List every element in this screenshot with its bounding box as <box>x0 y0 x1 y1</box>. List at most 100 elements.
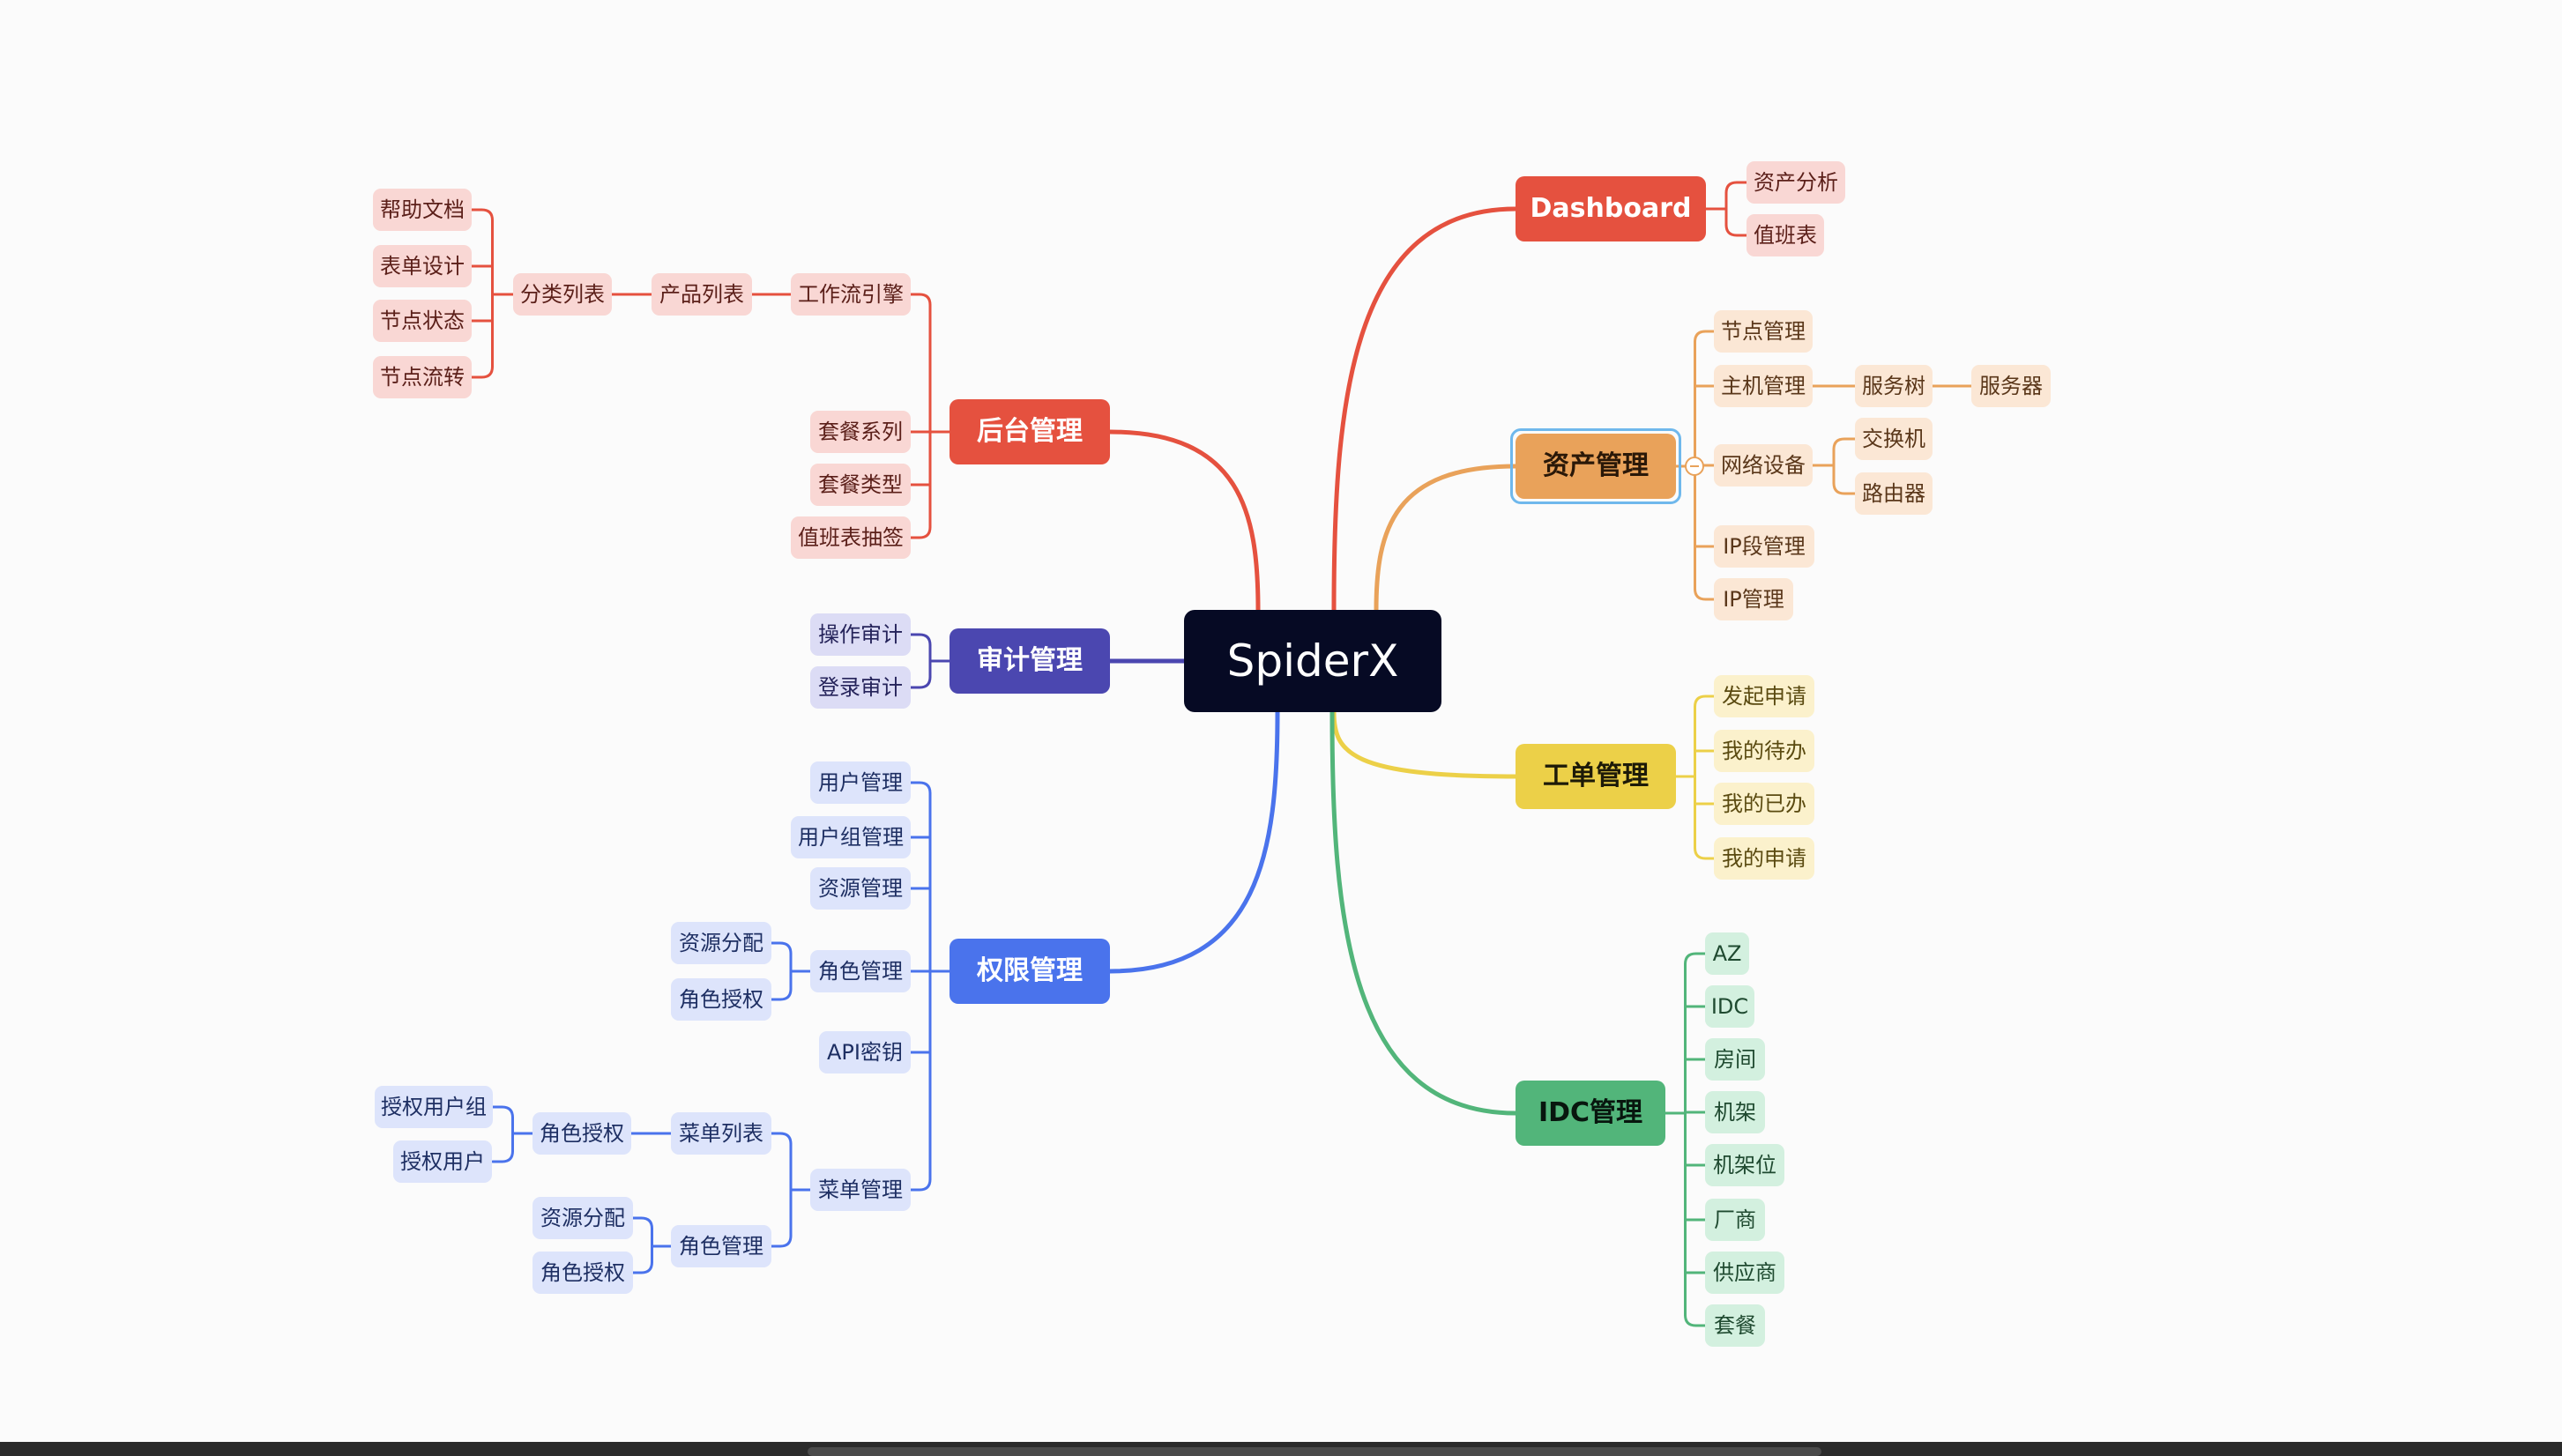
node-t-apply[interactable]: 发起申请 <box>1714 675 1814 717</box>
node-p-ml-auth[interactable]: 角色授权 <box>533 1112 631 1155</box>
node-a-tree[interactable]: 服务树 <box>1855 365 1933 407</box>
node-d-duty[interactable]: 值班表 <box>1746 214 1824 256</box>
node-label: 服务器 <box>1979 374 2043 398</box>
node-label: 服务树 <box>1862 374 1925 398</box>
node-b-lottery[interactable]: 值班表抽签 <box>791 516 911 559</box>
node-p-menurole[interactable]: 角色管理 <box>671 1225 771 1267</box>
node-i-supplier[interactable]: 供应商 <box>1705 1252 1784 1294</box>
node-au-op[interactable]: 操作审计 <box>810 613 911 656</box>
node-a-switch[interactable]: 交换机 <box>1855 418 1933 460</box>
node-p-ml-user[interactable]: 授权用户 <box>393 1140 492 1183</box>
connector-p_ml_group <box>491 1105 514 1119</box>
node-a-node[interactable]: 节点管理 <box>1714 310 1813 353</box>
node-i-rackpos[interactable]: 机架位 <box>1705 1144 1784 1186</box>
node-p-menu[interactable]: 菜单管理 <box>810 1169 911 1211</box>
connector-p_user <box>909 781 932 795</box>
node-label: Dashboard <box>1530 193 1692 224</box>
node-b-form[interactable]: 表单设计 <box>373 245 472 287</box>
node-label: 授权用户 <box>400 1149 485 1174</box>
node-label: 供应商 <box>1713 1260 1776 1285</box>
node-p-ml-group[interactable]: 授权用户组 <box>375 1086 493 1128</box>
node-i-package[interactable]: 套餐 <box>1705 1304 1765 1347</box>
node-p-mr-alloc[interactable]: 资源分配 <box>533 1197 633 1239</box>
connector-i_az <box>1684 952 1707 966</box>
node-perm[interactable]: 权限管理 <box>950 939 1110 1004</box>
node-t-done[interactable]: 我的已办 <box>1714 783 1814 825</box>
connector-idc <box>1329 709 1518 1116</box>
node-backend[interactable]: 后台管理 <box>950 399 1110 464</box>
node-label: 审计管理 <box>977 645 1083 676</box>
node-label: IDC管理 <box>1538 1097 1643 1128</box>
node-au-login[interactable]: 登录审计 <box>810 666 911 709</box>
connector-t_apply <box>1694 695 1716 709</box>
node-a-host[interactable]: 主机管理 <box>1714 365 1813 407</box>
connector-t_mine <box>1694 846 1716 860</box>
node-p-role-alloc[interactable]: 资源分配 <box>671 922 771 964</box>
connector-asset <box>1374 464 1518 613</box>
node-p-user[interactable]: 用户管理 <box>810 761 911 804</box>
connector-p_menurole <box>770 1234 793 1248</box>
node-ticket[interactable]: 工单管理 <box>1516 744 1676 809</box>
node-label: 操作审计 <box>818 622 903 647</box>
connector-dashboard <box>1331 206 1518 613</box>
node-i-rack[interactable]: 机架 <box>1705 1091 1765 1133</box>
node-a-router[interactable]: 路由器 <box>1855 472 1933 515</box>
horizontal-scrollbar[interactable] <box>808 1447 1821 1456</box>
node-label: 发起申请 <box>1722 684 1806 709</box>
node-t-todo[interactable]: 我的待办 <box>1714 730 1814 772</box>
node-label: IP段管理 <box>1723 534 1806 559</box>
node-asset[interactable]: 资产管理 <box>1516 434 1676 499</box>
node-b-state[interactable]: 节点状态 <box>373 300 472 342</box>
node-i-room[interactable]: 房间 <box>1705 1038 1765 1081</box>
node-p-role[interactable]: 角色管理 <box>810 950 911 992</box>
node-p-api[interactable]: API密钥 <box>819 1031 911 1073</box>
node-i-vendor[interactable]: 厂商 <box>1705 1199 1765 1241</box>
node-t-mine[interactable]: 我的申请 <box>1714 837 1814 880</box>
node-label: 路由器 <box>1862 481 1925 506</box>
node-a-net[interactable]: 网络设备 <box>1714 444 1813 487</box>
node-b-product[interactable]: 产品列表 <box>652 273 752 316</box>
node-label: 角色授权 <box>679 987 763 1012</box>
node-b-series[interactable]: 套餐系列 <box>810 411 911 453</box>
node-p-role-auth[interactable]: 角色授权 <box>671 978 771 1021</box>
connector-a_ip <box>1694 587 1716 601</box>
node-label: 权限管理 <box>977 955 1083 986</box>
node-label: 机架位 <box>1713 1153 1776 1177</box>
node-a-ipseg[interactable]: IP段管理 <box>1714 525 1814 568</box>
node-label: 机架 <box>1714 1100 1756 1125</box>
node-label: 房间 <box>1714 1047 1756 1072</box>
node-p-group[interactable]: 用户组管理 <box>791 816 911 858</box>
node-b-type[interactable]: 套餐类型 <box>810 464 911 506</box>
node-i-idc[interactable]: IDC <box>1705 985 1754 1028</box>
node-b-help[interactable]: 帮助文档 <box>373 189 472 231</box>
node-label: 主机管理 <box>1721 374 1806 398</box>
node-b-category[interactable]: 分类列表 <box>513 273 612 316</box>
node-b-flow[interactable]: 节点流转 <box>373 356 472 398</box>
node-b-engine[interactable]: 工作流引擎 <box>791 273 911 316</box>
node-label: 帮助文档 <box>380 197 465 222</box>
node-p-menulist[interactable]: 菜单列表 <box>671 1112 771 1155</box>
node-label: IP管理 <box>1723 587 1784 612</box>
node-label: 节点流转 <box>380 365 465 390</box>
node-label: 交换机 <box>1862 427 1925 451</box>
node-label: 我的待办 <box>1722 739 1806 763</box>
node-idc[interactable]: IDC管理 <box>1516 1081 1665 1146</box>
node-p-mr-auth[interactable]: 角色授权 <box>533 1252 633 1294</box>
connector-p_menu <box>909 1177 932 1192</box>
node-p-res[interactable]: 资源管理 <box>810 867 911 910</box>
node-a-ip[interactable]: IP管理 <box>1714 578 1793 620</box>
collapse-toggle-icon[interactable] <box>1685 457 1704 476</box>
node-label: 资源分配 <box>540 1206 625 1230</box>
node-i-az[interactable]: AZ <box>1705 932 1749 975</box>
connector-p_mr_alloc <box>631 1216 653 1230</box>
node-label: 节点管理 <box>1721 319 1806 344</box>
node-d-analysis[interactable]: 资产分析 <box>1746 161 1845 204</box>
connector-b_lottery <box>909 525 932 539</box>
connector-b_engine <box>909 293 932 307</box>
node-root[interactable]: SpiderX <box>1184 610 1441 712</box>
node-a-server[interactable]: 服务器 <box>1971 365 2051 407</box>
node-audit[interactable]: 审计管理 <box>950 628 1110 694</box>
node-dashboard[interactable]: Dashboard <box>1516 176 1706 241</box>
connector-a_router <box>1832 481 1857 495</box>
